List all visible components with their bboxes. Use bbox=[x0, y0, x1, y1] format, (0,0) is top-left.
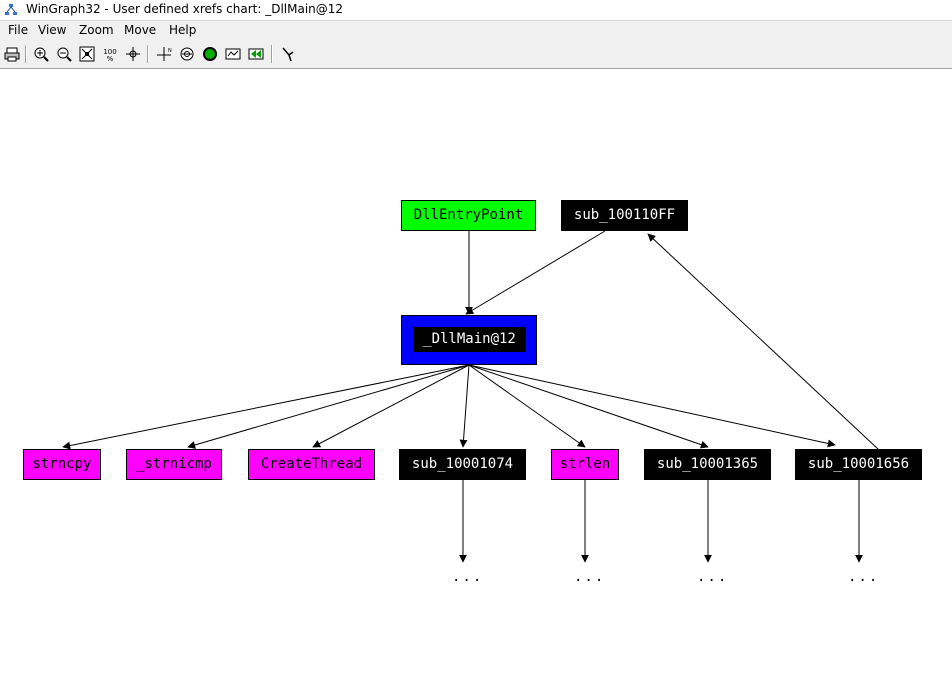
overview-icon bbox=[225, 48, 241, 60]
toolbar-separator bbox=[271, 45, 273, 63]
rotate-icon bbox=[180, 47, 194, 61]
layout-button[interactable] bbox=[200, 44, 220, 64]
zoom-in-icon bbox=[34, 47, 49, 62]
graph-edges bbox=[62, 230, 879, 563]
rotate-button[interactable] bbox=[177, 44, 197, 64]
edge-sub100110ff-dllmain bbox=[465, 230, 606, 315]
node-strlen[interactable]: strlen bbox=[551, 449, 619, 480]
more-nodes-ellipsis: ... bbox=[697, 569, 729, 585]
edge-dllmain-sub10001365 bbox=[468, 364, 709, 449]
next-icon bbox=[248, 48, 264, 60]
svg-text:N: N bbox=[168, 48, 172, 54]
node-strncpy[interactable]: strncpy bbox=[23, 449, 101, 480]
node-sub-10001074[interactable]: sub_10001074 bbox=[399, 449, 526, 480]
overview-button[interactable] bbox=[223, 44, 243, 64]
toolbar-separator bbox=[25, 45, 27, 63]
center-button[interactable] bbox=[123, 44, 143, 64]
pointer-button[interactable] bbox=[278, 44, 298, 64]
next-button[interactable] bbox=[246, 44, 266, 64]
graph-canvas[interactable]: DllEntryPoint sub_100110FF _DllMain@12 s… bbox=[0, 69, 952, 688]
zoom-100-button[interactable]: 100% bbox=[100, 44, 120, 64]
wingraph-app-icon bbox=[5, 4, 17, 15]
more-nodes-ellipsis: ... bbox=[848, 569, 880, 585]
fit-window-button[interactable] bbox=[77, 44, 97, 64]
edge-sub10001656-sub100110ff bbox=[647, 233, 879, 450]
print-icon bbox=[4, 47, 20, 62]
zoom-100-icon: 100% bbox=[103, 48, 116, 62]
node-createthread[interactable]: CreateThread bbox=[248, 449, 375, 480]
node-sub-10001656[interactable]: sub_10001656 bbox=[795, 449, 922, 480]
more-nodes-ellipsis: ... bbox=[574, 569, 606, 585]
svg-text:100: 100 bbox=[103, 48, 116, 56]
menu-view[interactable]: View bbox=[38, 23, 67, 37]
fit-window-icon bbox=[79, 46, 95, 62]
edge-dllmain-strncpy bbox=[62, 364, 470, 450]
pointer-icon bbox=[282, 47, 294, 62]
node-dllmain[interactable]: _DllMain@12 bbox=[401, 315, 537, 365]
toolbar-separator bbox=[147, 45, 149, 63]
move-north-icon: N bbox=[157, 47, 172, 61]
print-button[interactable] bbox=[2, 44, 22, 64]
svg-text:%: % bbox=[107, 55, 114, 62]
window-title: WinGraph32 - User defined xrefs chart: _… bbox=[26, 2, 344, 16]
menu-bar: File View Zoom Move Help bbox=[0, 21, 952, 41]
edge-dllmain-sub10001074 bbox=[459, 364, 470, 448]
move-north-button[interactable]: N bbox=[154, 44, 174, 64]
edge-dllmain-strlen bbox=[468, 364, 586, 448]
menu-help[interactable]: Help bbox=[169, 23, 197, 37]
node-sub-100110ff[interactable]: sub_100110FF bbox=[561, 200, 688, 231]
node-dllentrypoint[interactable]: DllEntryPoint bbox=[401, 200, 536, 231]
toolbar: 100% N bbox=[0, 41, 952, 69]
menu-file[interactable]: File bbox=[8, 23, 29, 37]
menu-zoom[interactable]: Zoom bbox=[79, 23, 114, 37]
node-strnicmp[interactable]: _strnicmp bbox=[126, 449, 222, 480]
center-icon bbox=[126, 47, 140, 61]
edge-dllmain-strnicmp bbox=[187, 364, 470, 449]
zoom-in-button[interactable] bbox=[31, 44, 51, 64]
more-nodes-ellipsis: ... bbox=[452, 569, 484, 585]
node-sub-10001365[interactable]: sub_10001365 bbox=[644, 449, 771, 480]
node-dllmain-label: _DllMain@12 bbox=[413, 327, 526, 352]
layout-icon bbox=[203, 47, 217, 61]
edge-dllmain-sub10001656 bbox=[468, 364, 836, 448]
menu-move[interactable]: Move bbox=[124, 23, 157, 37]
edge-dllmain-createthread bbox=[312, 364, 470, 448]
zoom-out-button[interactable] bbox=[54, 44, 74, 64]
zoom-out-icon bbox=[57, 47, 72, 62]
title-bar: WinGraph32 - User defined xrefs chart: _… bbox=[0, 0, 952, 21]
